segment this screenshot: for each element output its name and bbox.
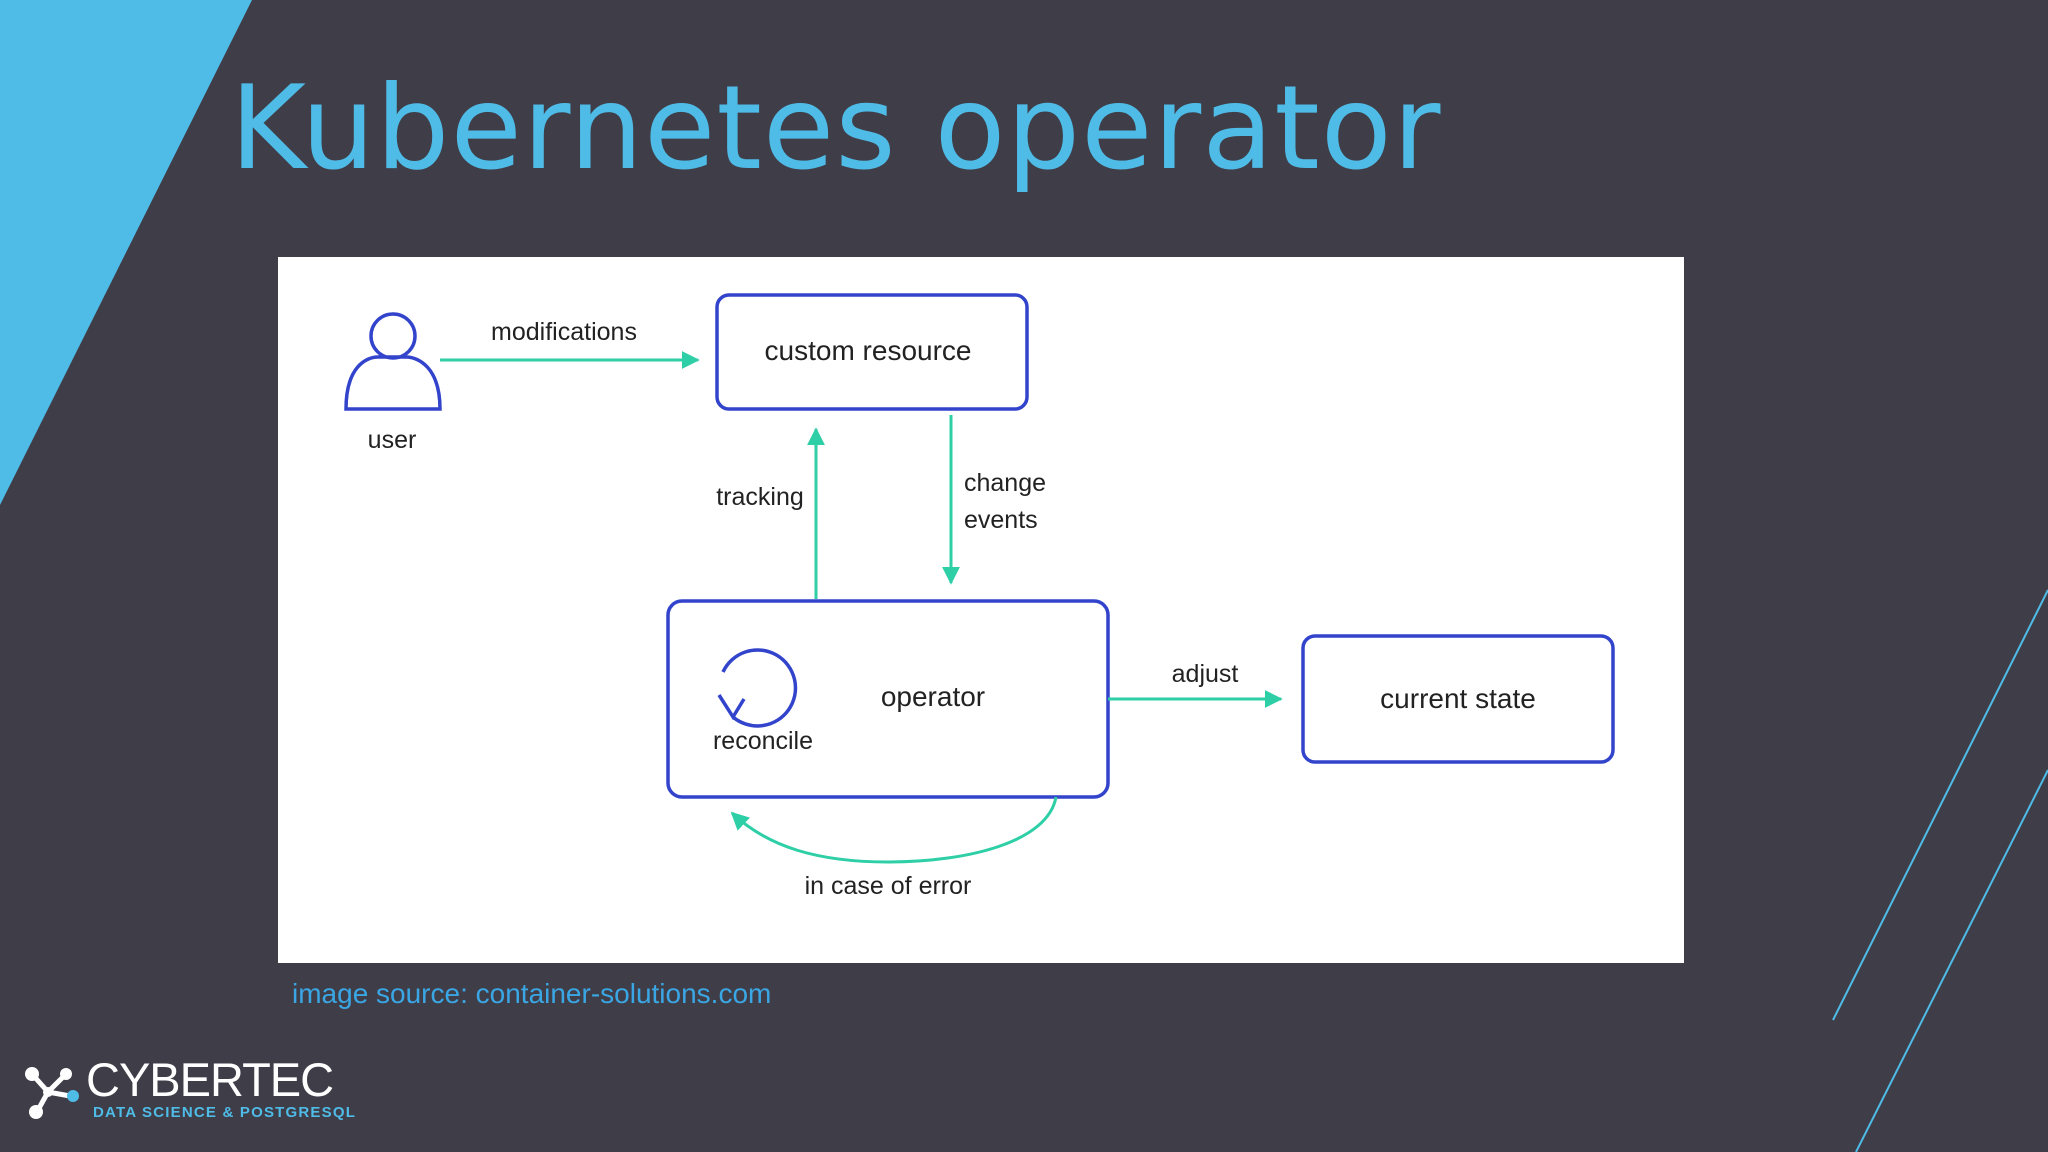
cybertec-logo-mark-icon [25,1067,79,1119]
error-loop-label: in case of error [805,872,972,900]
cybertec-logo: CYBERTEC DATA SCIENCE & POSTGRESQL [18,1053,368,1126]
change-events-label-line2: events [964,506,1038,534]
operator-label: operator [881,681,985,712]
reconcile-label: reconcile [713,727,813,755]
logo-tagline: DATA SCIENCE & POSTGRESQL [93,1104,357,1121]
accent-line [1855,769,2048,1152]
user-icon [344,312,442,411]
current-state-node [1301,634,1615,764]
custom-resource-node [715,293,1029,411]
image-source-link[interactable]: image source: container-solutions.com [292,978,772,1009]
accent-line [1832,589,2048,1021]
error-loop-arrow [730,796,1058,864]
slide-title: Kubernetes operator [230,61,1442,196]
adjust-label: adjust [1172,660,1239,688]
custom-resource-label: custom resource [765,335,972,366]
diagram-panel: user modifications custom resource track… [278,257,1684,963]
operator-diagram: user modifications custom resource track… [344,293,1615,900]
corner-triangle [0,0,252,505]
logo-name: CYBERTEC [86,1053,334,1106]
tracking-label: tracking [716,483,804,511]
reconcile-icon [717,648,798,728]
modifications-label: modifications [491,318,637,346]
current-state-label: current state [1380,683,1536,714]
user-label: user [368,426,417,454]
change-events-label-line1: change [964,469,1046,497]
